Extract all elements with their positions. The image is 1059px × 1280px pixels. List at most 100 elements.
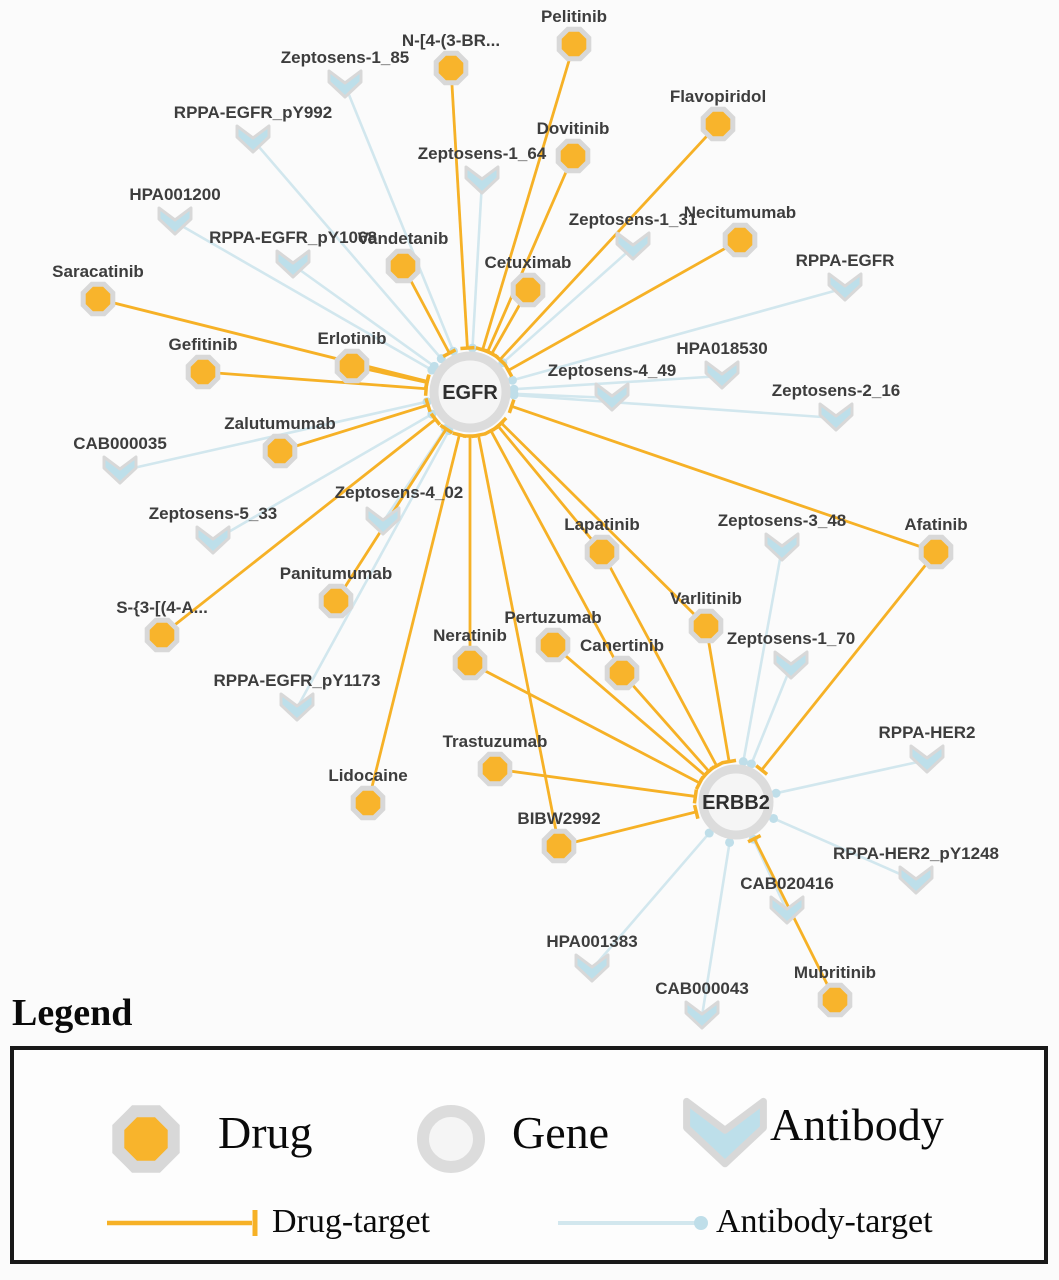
edge-rppa-her2-py1248--erbb2 — [769, 813, 917, 883]
drug-octagon-icon — [510, 272, 546, 308]
edge-mubritinib--erbb2 — [747, 833, 837, 1001]
drug-octagon-icon — [318, 583, 354, 619]
node-zeptosens-5-33[interactable]: Zeptosens-5_33 — [149, 504, 278, 555]
drug-octagon-icon — [385, 248, 421, 284]
legend-icons-canvas — [107, 1097, 767, 1236]
edge-zeptosens-3-48--erbb2 — [738, 547, 784, 767]
node-panitumumab[interactable]: Panitumumab — [280, 564, 392, 619]
edge-canertinib--erbb2 — [620, 672, 716, 778]
node-zeptosens-4-49[interactable]: Zeptosens-4_49 — [548, 361, 677, 412]
node-pelitinib[interactable]: Pelitinib — [541, 7, 607, 62]
node-zeptosens-3-48[interactable]: Zeptosens-3_48 — [718, 511, 847, 562]
edge-zeptosens-1-70--erbb2 — [746, 665, 793, 769]
antibody-chevron-icon — [764, 532, 800, 562]
node-zeptosens-1-31[interactable]: Zeptosens-1_31 — [569, 210, 698, 261]
node-hpa018530[interactable]: HPA018530 — [676, 339, 768, 390]
edge-varlitinib--erbb2 — [704, 625, 737, 765]
node-trastuzumab[interactable]: Trastuzumab — [443, 732, 548, 787]
edge-necitumumab--egfr — [503, 238, 741, 378]
node-gefitinib[interactable]: Gefitinib — [169, 335, 238, 390]
edge-zeptosens-2-16--egfr — [509, 390, 837, 420]
node-mubritinib[interactable]: Mubritinib — [794, 963, 876, 1018]
node-egfr[interactable]: EGFR — [429, 351, 511, 433]
node-n-4-3-br[interactable]: N-[4-(3-BR... — [402, 31, 500, 86]
node-pertuzumab[interactable]: Pertuzumab — [504, 608, 602, 663]
node-label-rppa-egfr-py1173: RPPA-EGFR_pY1173 — [214, 671, 381, 690]
node-rppa-her2-py1248[interactable]: RPPA-HER2_pY1248 — [833, 844, 999, 895]
drug-octagon-icon — [262, 433, 298, 469]
antibody-chevron-icon — [818, 402, 854, 432]
node-s-3-4-a[interactable]: S-{3-[(4-A... — [116, 598, 208, 653]
antibody-chevron-icon — [235, 124, 271, 154]
node-label-zeptosens-1-70: Zeptosens-1_70 — [727, 629, 856, 648]
legend-box: Drug Gene Antibody Drug-target Antibody-… — [10, 1046, 1048, 1264]
antibody-chevron-icon — [195, 525, 231, 555]
legend-drug-target-label: Drug-target — [272, 1203, 430, 1240]
node-lidocaine[interactable]: Lidocaine — [328, 766, 408, 821]
node-flavopiridol[interactable]: Flavopiridol — [670, 87, 766, 142]
edge-s-3-4-a--egfr — [161, 412, 442, 637]
node-bibw2992[interactable]: BIBW2992 — [517, 809, 601, 864]
node-rppa-egfr-py1068[interactable]: RPPA-EGFR_pY1068 — [209, 228, 377, 279]
node-cab020416[interactable]: CAB020416 — [740, 874, 834, 925]
node-zeptosens-1-64[interactable]: Zeptosens-1_64 — [418, 144, 547, 195]
node-label-egfr: EGFR — [442, 382, 498, 404]
node-label-zeptosens-4-49: Zeptosens-4_49 — [548, 361, 677, 380]
node-rppa-egfr-py1173[interactable]: RPPA-EGFR_pY1173 — [214, 671, 381, 722]
node-label-zalutumumab: Zalutumumab — [224, 414, 335, 433]
node-afatinib[interactable]: Afatinib — [904, 515, 968, 570]
edge-zeptosens-1-64--egfr — [467, 180, 484, 353]
node-erbb2[interactable]: ERBB2 — [698, 764, 774, 840]
edge-cab020416--erbb2 — [748, 834, 789, 912]
node-label-hpa001200: HPA001200 — [129, 185, 220, 204]
node-zalutumumab[interactable]: Zalutumumab — [224, 414, 336, 469]
node-label-canertinib: Canertinib — [580, 636, 664, 655]
drug-octagon-icon — [604, 655, 640, 691]
drug-octagon-icon — [556, 26, 592, 62]
node-label-zeptosens-1-64: Zeptosens-1_64 — [418, 144, 547, 163]
antibody-chevron-icon — [827, 272, 863, 302]
node-rppa-egfr-py992[interactable]: RPPA-EGFR_pY992 — [174, 103, 332, 154]
legend-antibody-target-label: Antibody-target — [716, 1203, 933, 1240]
node-cab000035[interactable]: CAB000035 — [73, 434, 167, 485]
node-label-flavopiridol: Flavopiridol — [670, 87, 766, 106]
drug-octagon-icon — [433, 50, 469, 86]
drug-octagon-icon — [817, 982, 853, 1018]
node-label-zeptosens-2-16: Zeptosens-2_16 — [772, 381, 901, 400]
legend-drug-icon — [112, 1105, 180, 1173]
node-saracatinib[interactable]: Saracatinib — [52, 262, 144, 317]
node-hpa001200[interactable]: HPA001200 — [129, 185, 221, 236]
node-label-zeptosens-1-85: Zeptosens-1_85 — [281, 48, 410, 67]
drug-octagon-icon — [535, 627, 571, 663]
edge-pertuzumab--erbb2 — [552, 643, 711, 782]
legend-antibody-label: Antibody — [770, 1099, 944, 1150]
node-cab000043[interactable]: CAB000043 — [655, 979, 749, 1030]
antibody-chevron-icon — [279, 692, 315, 722]
node-neratinib[interactable]: Neratinib — [433, 626, 507, 681]
edge-canertinib--egfr — [483, 425, 624, 674]
edge-bibw2992--erbb2 — [558, 804, 700, 848]
node-zeptosens-2-16[interactable]: Zeptosens-2_16 — [772, 381, 901, 432]
edge-afatinib--erbb2 — [755, 551, 938, 776]
node-zeptosens-4-02[interactable]: Zeptosens-4_02 — [335, 483, 464, 536]
node-rppa-egfr[interactable]: RPPA-EGFR — [796, 251, 895, 302]
drug-octagon-icon — [918, 534, 954, 570]
node-necitumumab[interactable]: Necitumumab — [684, 203, 796, 258]
node-varlitinib[interactable]: Varlitinib — [670, 589, 742, 644]
node-cetuximab[interactable]: Cetuximab — [485, 253, 572, 308]
node-label-gefitinib: Gefitinib — [169, 335, 238, 354]
node-canertinib[interactable]: Canertinib — [580, 636, 664, 691]
node-rppa-her2[interactable]: RPPA-HER2 — [879, 723, 976, 774]
node-label-afatinib: Afatinib — [904, 515, 967, 534]
edge-n-4-3-br--egfr — [449, 67, 475, 351]
node-vandetanib[interactable]: Vandetanib — [358, 229, 449, 284]
node-zeptosens-1-85[interactable]: Zeptosens-1_85 — [281, 48, 410, 99]
node-dovitinib[interactable]: Dovitinib — [537, 119, 610, 174]
node-zeptosens-1-70[interactable]: Zeptosens-1_70 — [727, 629, 856, 680]
antibody-chevron-icon — [773, 650, 809, 680]
edge-trastuzumab--erbb2 — [494, 767, 699, 804]
node-erlotinib[interactable]: Erlotinib — [318, 329, 387, 384]
node-hpa001383[interactable]: HPA001383 — [546, 932, 638, 983]
node-lapatinib[interactable]: Lapatinib — [564, 515, 640, 570]
